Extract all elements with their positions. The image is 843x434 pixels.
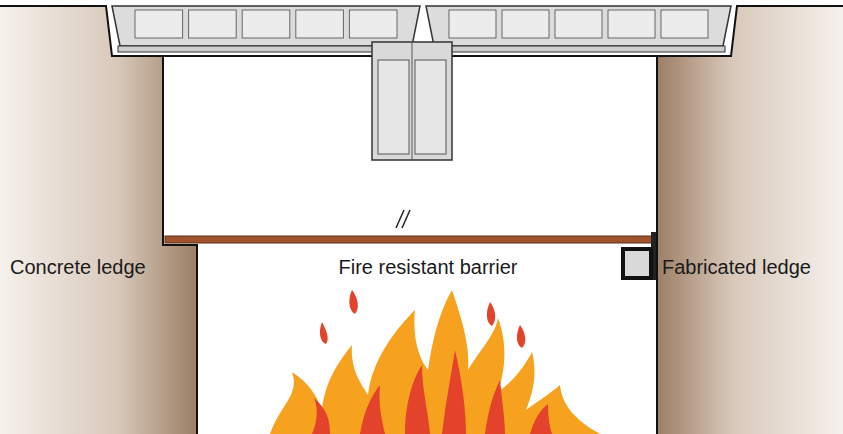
break-mark — [396, 210, 410, 228]
callout-label: Fire resistant barrier — [339, 256, 518, 279]
fabricated-ledge — [623, 232, 656, 280]
barrier-board — [165, 236, 654, 243]
part-label: Concrete ledge — [10, 256, 146, 279]
wall-outline — [657, 6, 843, 434]
wall-outline — [0, 6, 197, 434]
support-beam — [372, 42, 452, 160]
fire — [270, 290, 600, 434]
concrete-wall — [657, 6, 843, 434]
part-label: Fabricated ledge — [662, 256, 811, 279]
concrete-wall — [0, 6, 197, 434]
